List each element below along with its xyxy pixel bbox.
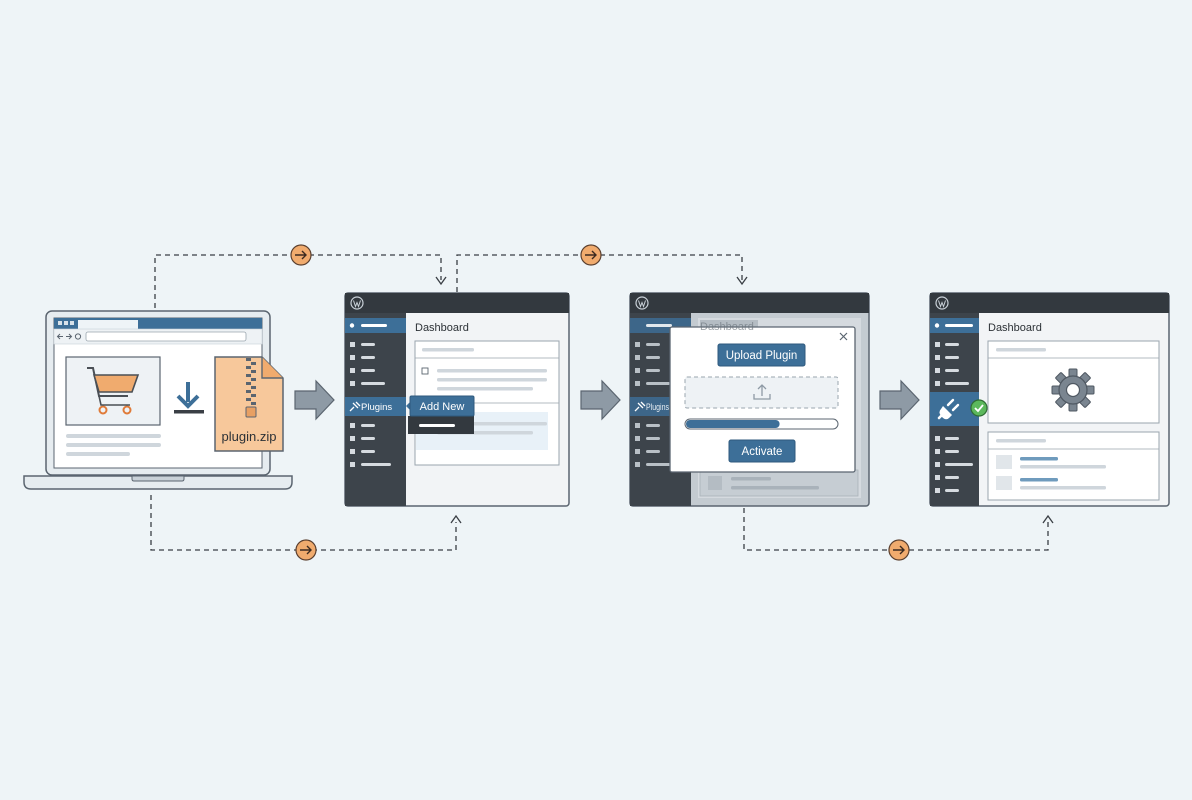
flow-arrow-2 — [580, 379, 621, 421]
flow-arrow-1 — [294, 379, 335, 421]
connector-top-2 — [456, 254, 743, 292]
activate-button[interactable]: Activate — [742, 446, 783, 458]
wordpress-logo-icon — [635, 296, 649, 310]
dashboard-heading-3: Dashboard — [700, 321, 754, 333]
zip-file-label: plugin.zip — [222, 429, 277, 444]
dashboard-heading-4: Dashboard — [988, 322, 1042, 334]
arrowhead-bottom-1 — [450, 514, 462, 524]
gear-icon — [1051, 368, 1095, 412]
wordpress-logo-icon — [350, 296, 364, 310]
upload-icon — [753, 384, 771, 400]
wordpress-logo-icon — [935, 296, 949, 310]
arrow-right-circle-icon — [290, 244, 312, 266]
add-new-button[interactable]: Add New — [420, 401, 465, 413]
wp-admin-plugins-menu — [344, 292, 570, 507]
arrowhead-top-1 — [435, 276, 447, 286]
arrow-right-circle-icon — [888, 539, 910, 561]
flow-arrow-3 — [879, 379, 920, 421]
connector-top-1 — [154, 254, 442, 308]
arrow-right-circle-icon — [580, 244, 602, 266]
zip-file-icon — [214, 356, 284, 452]
wp-admin-plugin-activated — [929, 292, 1170, 507]
arrowhead-top-2 — [736, 276, 748, 286]
download-arrow-icon — [174, 382, 204, 414]
sidebar-item-plugins[interactable]: Plugins — [361, 402, 392, 413]
shopping-cart-icon — [87, 367, 140, 415]
arrowhead-bottom-2 — [1042, 514, 1054, 524]
close-icon[interactable] — [839, 332, 848, 341]
dashboard-heading-2: Dashboard — [415, 322, 469, 334]
sidebar-item-plugins-dimmed: Plugins — [646, 402, 669, 413]
wp-admin-upload-modal — [629, 292, 870, 507]
plug-icon — [937, 398, 960, 420]
check-circle-icon — [970, 399, 988, 417]
arrow-right-circle-icon — [295, 539, 317, 561]
upload-plugin-button[interactable]: Upload Plugin — [726, 350, 798, 362]
upload-progress-fill — [686, 420, 780, 428]
